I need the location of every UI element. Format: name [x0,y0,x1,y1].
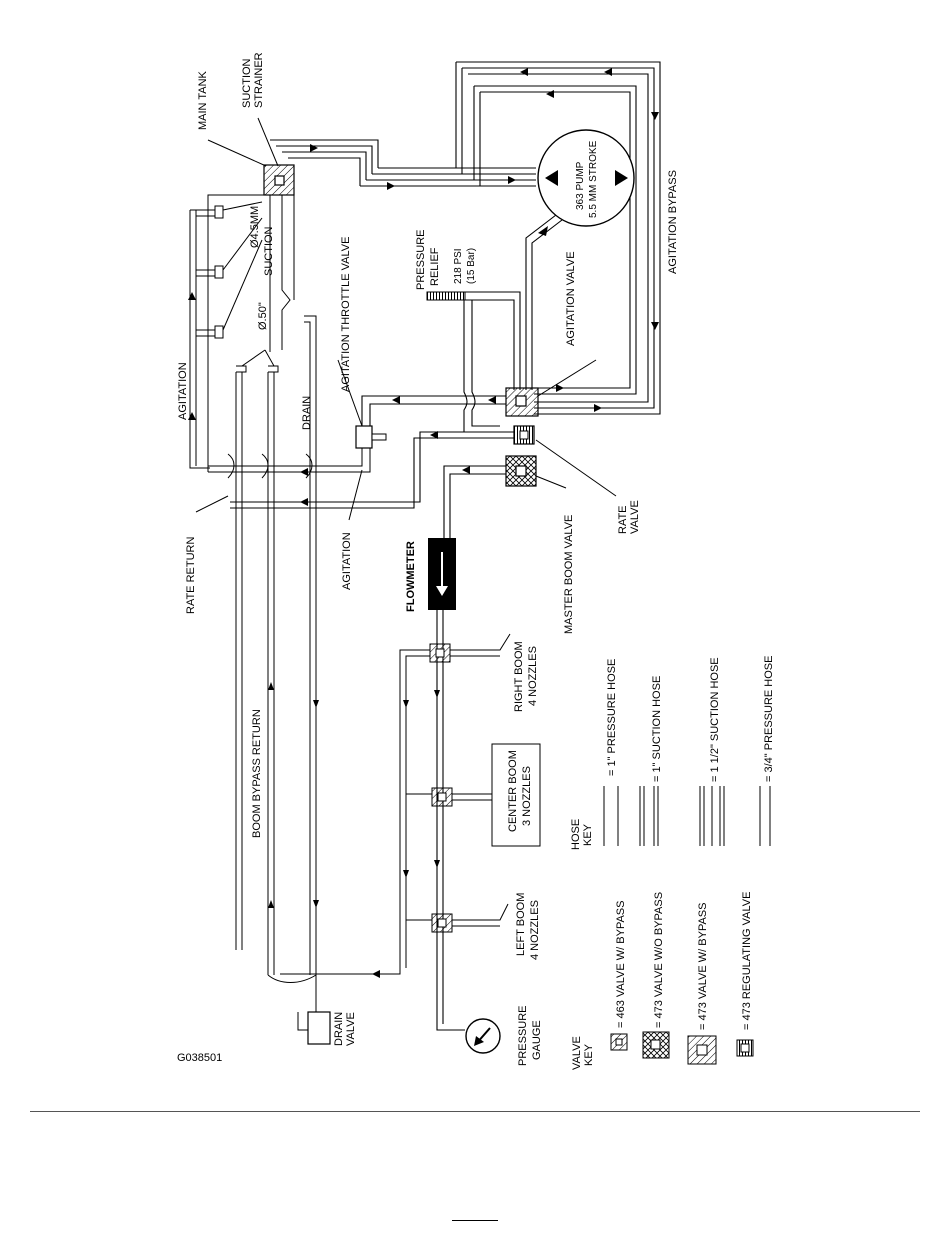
pump: 363 PUMP 5.5 MM STROKE [537,129,635,227]
agitation-line [361,395,506,426]
label-center-boom-1: CENTER BOOM [507,750,519,832]
leader-lines [195,117,617,521]
valve-key-item-4: = 473 REGULATING VALVE [741,892,753,1030]
hose-key-item-2: = 1" SUCTION HOSE [651,676,663,782]
valve-key-item-2: = 473 VALVE W/O BYPASS [653,892,665,1028]
boom-main-line [434,610,465,1031]
suction-strainer [263,164,295,196]
tank-internal-pipes [235,315,317,975]
label-orifice-50: Ø.50" [257,302,269,330]
label-pressure-relief-1: PRESSURE [415,229,427,290]
label-agitation-bypass: AGITATION BYPASS [667,170,679,274]
boom-valves [429,643,453,933]
flowmeter [428,538,456,610]
hose-key-item-3: = 1 1/2" SUCTION HOSE [709,657,721,782]
agitation-bypass-loop [360,61,661,415]
label-master-boom-valve: MASTER BOOM VALVE [563,515,575,634]
line-breaks [227,453,313,479]
label-left-boom-2: 4 NOZZLES [529,900,541,960]
main-tank-outline [207,194,295,472]
label-orifice-45: Ø4.5MM [249,206,261,248]
valve-key: VALVE KEY = 463 VALVE W/ BYPASS = 473 VA… [571,892,754,1070]
label-center-boom-2: 3 NOZZLES [521,766,533,826]
hose-key-title-1: HOSE [570,819,582,850]
label-pressure-relief-2: RELIEF [429,247,441,286]
hose-key-item-4: = 3/4" PRESSURE HOSE [763,656,775,782]
pump-label-1: 363 PUMP [575,161,586,210]
label-right-boom-1: RIGHT BOOM [513,641,525,712]
page-footer-rule [452,1220,498,1221]
label-rate-valve-1: RATE [617,505,629,534]
label-agitation-top: AGITATION [177,362,189,420]
label-suction: SUCTION [263,226,275,276]
label-rate-valve-2: VALVE [629,500,641,534]
label-pressure-gauge-1: PRESSURE [517,1005,529,1066]
pressure-gauge [465,1018,501,1054]
boom-outlets [450,633,541,927]
valve-key-item-3: = 473 VALVE W/ BYPASS [697,903,709,1030]
page-divider [30,1111,920,1112]
label-pressure-relief-3: 218 PSI [453,248,464,284]
drain-valve [297,975,331,1045]
label-drain: DRAIN [301,396,313,430]
label-agitation-throttle-valve: AGITATION THROTTLE VALVE [340,237,352,392]
label-boom-bypass-return: BOOM BYPASS RETURN [251,709,263,838]
hose-key-title-2: KEY [582,823,594,846]
label-suction-strainer-2: STRAINER [253,52,265,108]
label-main-tank: MAIN TANK [197,70,209,130]
pressure-relief [426,291,521,433]
label-pressure-gauge-2: GAUGE [531,1020,543,1060]
label-rate-return: RATE RETURN [185,537,197,614]
pump-outlet-lines [525,214,563,390]
valve-key-title-2: KEY [583,1043,595,1066]
boom-feed-line [443,465,506,538]
label-agitation-valve: AGITATION VALVE [565,251,577,346]
flow-arrows [268,68,659,908]
label-agitation-bottom: AGITATION [341,532,353,590]
rate-return-line [230,431,514,509]
boom-bypass-lines [267,649,432,983]
suction-lines [270,139,536,187]
agitation-throttle-valve [208,425,387,473]
label-drain-valve-2: VALVE [345,1012,357,1046]
hose-key-item-1: = 1" PRESSURE HOSE [606,659,618,776]
label-pressure-relief-4: (15 Bar) [466,248,477,284]
label-flowmeter: FLOWMETER [405,541,417,612]
agitation-nozzles [188,205,224,469]
label-suction-strainer-1: SUCTION [241,58,253,108]
label-drain-valve-1: DRAIN [333,1012,345,1046]
valve-key-item-1: = 463 VALVE W/ BYPASS [615,901,627,1028]
hose-key: HOSE KEY = 1" PRESSURE HOSE = 1" SUCTION… [570,656,775,850]
valve-key-title-1: VALVE [571,1036,583,1070]
label-right-boom-2: 4 NOZZLES [527,646,539,706]
figure-id: G038501 [177,1052,223,1064]
label-left-boom-1: LEFT BOOM [515,893,527,956]
pump-label-2: 5.5 MM STROKE [588,140,599,218]
